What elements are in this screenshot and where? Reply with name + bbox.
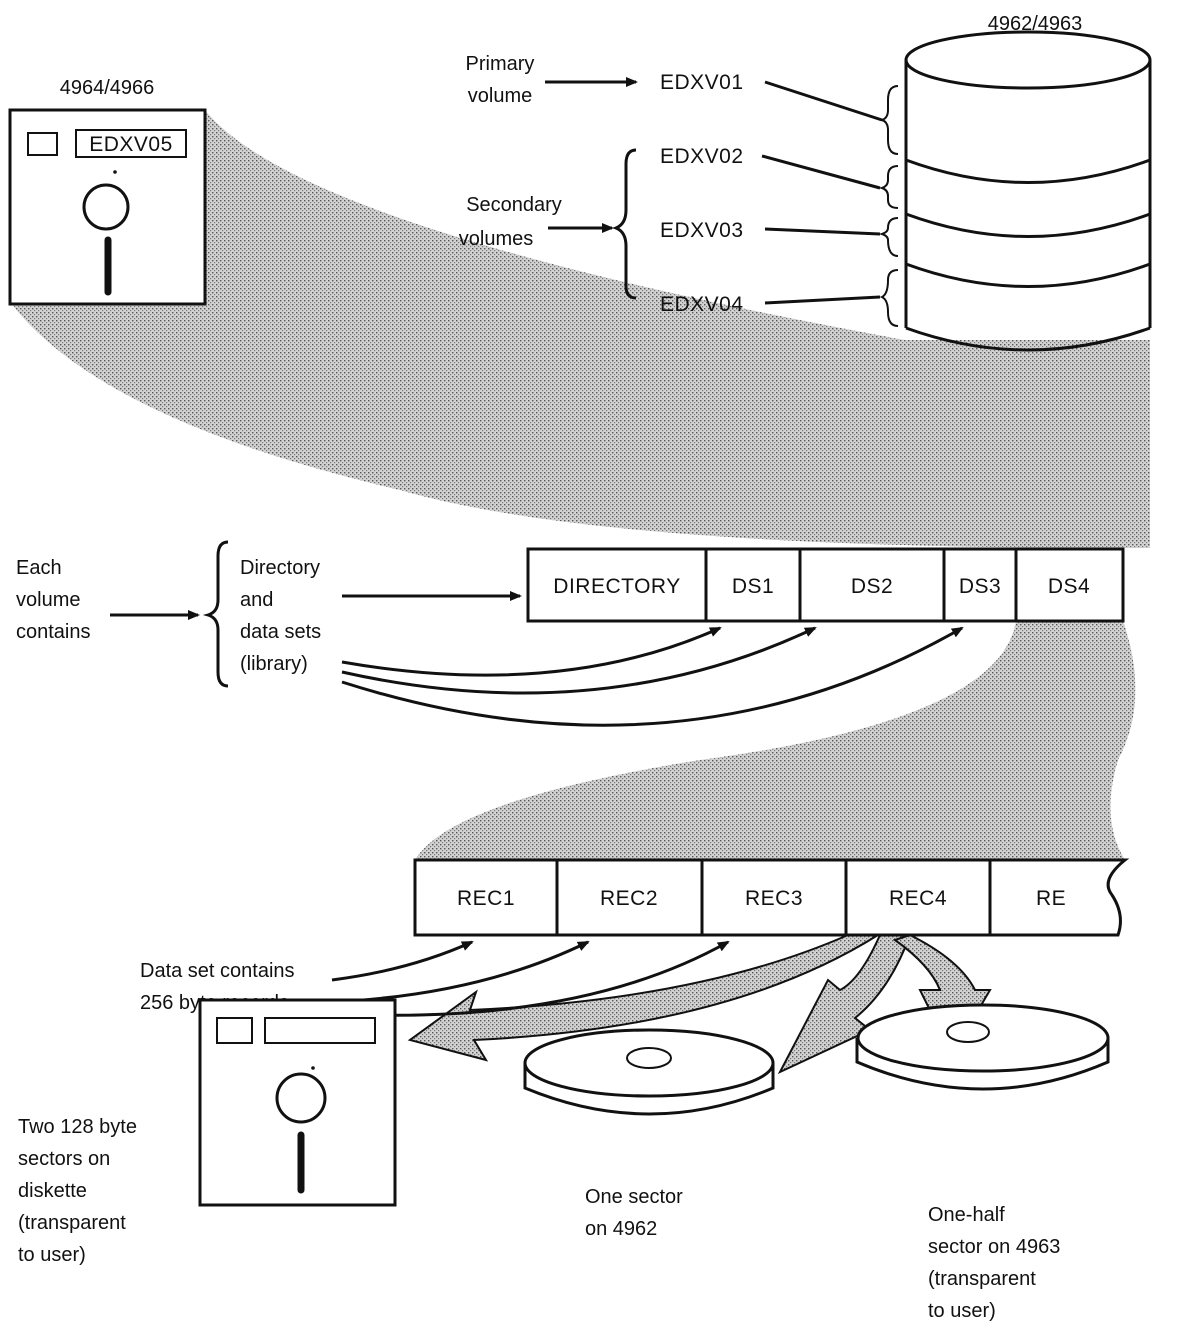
disk-4963-line1: One-half bbox=[928, 1204, 1005, 1226]
records-row: REC1 REC2 REC3 REC4 RE bbox=[415, 860, 1125, 935]
record-cell-3: REC3 bbox=[745, 887, 803, 910]
each-volume-line2: volume bbox=[16, 589, 80, 611]
dataset-expansion-shade bbox=[415, 621, 1135, 860]
secondary-label-line2: volumes bbox=[459, 228, 533, 250]
volume-name-4: EDXV04 bbox=[660, 293, 744, 316]
secondary-label-line1: Secondary bbox=[466, 194, 562, 216]
diskette-icon bbox=[200, 1000, 395, 1205]
diskette-unit-title: 4964/4966 bbox=[60, 77, 155, 99]
diskette-sector-line1: Two 128 byte bbox=[18, 1116, 137, 1138]
library-brace-line4: (library) bbox=[240, 653, 308, 675]
library-cell-ds2: DS2 bbox=[851, 575, 893, 598]
diskette-sector-line4: (transparent bbox=[18, 1212, 126, 1234]
primary-label-line2: volume bbox=[468, 85, 532, 107]
record-cell-5: RE bbox=[1036, 887, 1066, 910]
primary-label-line1: Primary bbox=[466, 53, 535, 75]
library-cell-ds4: DS4 bbox=[1048, 575, 1090, 598]
library-brace-line3: data sets bbox=[240, 621, 321, 643]
diskette-volume-label: EDXV05 bbox=[89, 133, 173, 156]
each-volume-line1: Each bbox=[16, 557, 62, 579]
volume-name-1: EDXV01 bbox=[660, 71, 744, 94]
diskette-sector-line2: sectors on bbox=[18, 1148, 110, 1170]
library-cell-directory: DIRECTORY bbox=[553, 575, 680, 598]
record-cell-1: REC1 bbox=[457, 887, 515, 910]
disk-4962-line1: One sector bbox=[585, 1186, 683, 1208]
diskette-sector-line3: diskette bbox=[18, 1180, 87, 1202]
record-cell-4: REC4 bbox=[889, 887, 947, 910]
library-brace-line2: and bbox=[240, 589, 273, 611]
volume-name-3: EDXV03 bbox=[660, 219, 744, 242]
library-brace-line1: Directory bbox=[240, 557, 320, 579]
disk-4963-line2: sector on 4963 bbox=[928, 1236, 1060, 1258]
volume-name-2: EDXV02 bbox=[660, 145, 744, 168]
disk-4963-line4: to user) bbox=[928, 1300, 996, 1322]
record-cell-2: REC2 bbox=[600, 887, 658, 910]
diskette-sector-line5: to user) bbox=[18, 1244, 86, 1266]
library-cell-ds1: DS1 bbox=[732, 575, 774, 598]
disk-4962-icon bbox=[525, 1030, 773, 1114]
each-volume-line3: contains bbox=[16, 621, 91, 643]
library-row: DIRECTORY DS1 DS2 DS3 DS4 bbox=[528, 549, 1123, 621]
library-cell-ds3: DS3 bbox=[959, 575, 1001, 598]
disk-4962-line2: on 4962 bbox=[585, 1218, 657, 1240]
disk-4963-line3: (transparent bbox=[928, 1268, 1036, 1290]
dataset-text-line1: Data set contains bbox=[140, 960, 295, 982]
disk-4963-icon bbox=[857, 1005, 1108, 1089]
